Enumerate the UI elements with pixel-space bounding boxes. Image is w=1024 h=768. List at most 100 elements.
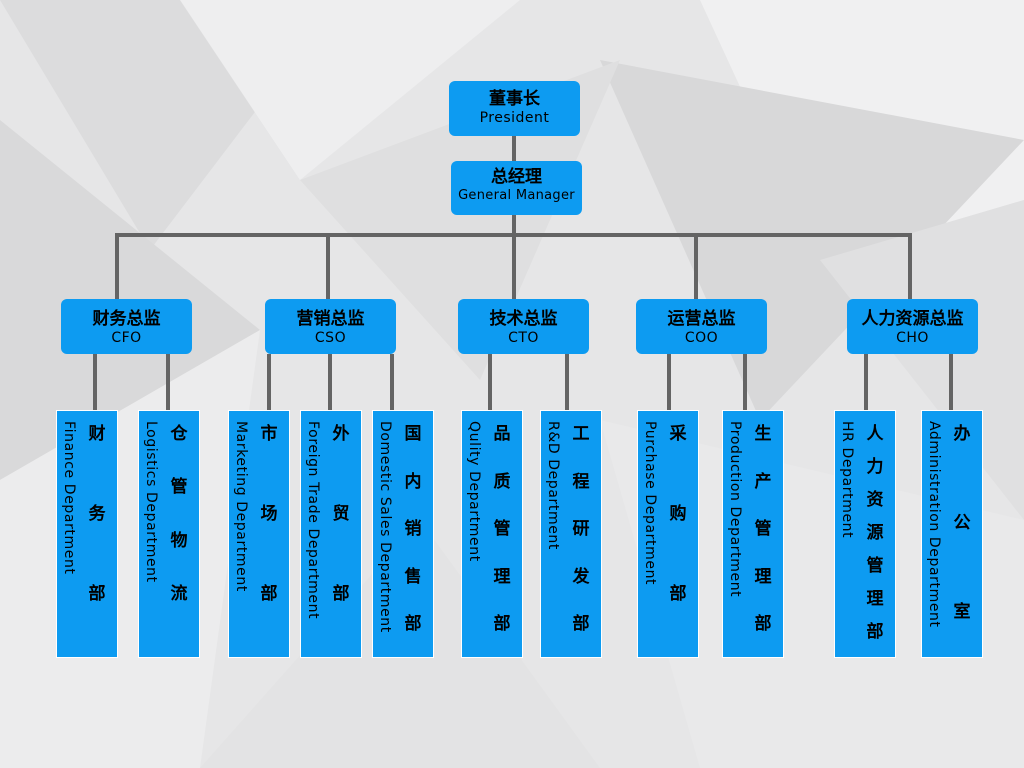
dept-label-char: 售 (404, 566, 422, 587)
director-title: 运营总监 (667, 309, 736, 329)
dept-label-zh: 品质管理部 (492, 423, 512, 635)
dept-label-zh: 市场部 (259, 423, 279, 605)
dept-label-char: 管 (493, 519, 511, 539)
dept-label-en: Finance Department (61, 421, 77, 575)
dept-administration: Administration Department 办公室 (921, 410, 983, 658)
dept-label-char: 工 (572, 424, 590, 444)
director-title: 人力资源总监 (861, 309, 964, 329)
dept-label-char: 仓 (170, 424, 188, 444)
director-cso-box: 营销总监 CSO (265, 299, 396, 354)
dept-label-char: 部 (332, 584, 350, 604)
dept-label-char: 管 (170, 477, 188, 498)
dept-label-char: 流 (170, 583, 188, 604)
dept-label-char: 人 (866, 424, 884, 444)
dept-label-char: 办 (953, 424, 971, 444)
dept-label-char: 管 (866, 556, 884, 576)
dept-label-en: Qulity Department (466, 421, 482, 562)
general-manager-box: 总经理 General Manager (451, 161, 582, 215)
dept-label-zh: 仓管物流 (169, 423, 189, 605)
dept-label-char: 内 (404, 471, 422, 492)
dept-label-en: Foreign Trade Department (305, 421, 321, 620)
dept-label-zh: 人力资源管理部 (865, 423, 885, 643)
dept-hr: HR Department 人力资源管理部 (834, 410, 896, 658)
dept-purchase: Purchase Department 采购部 (637, 410, 699, 658)
dept-label-zh: 外贸部 (331, 423, 351, 605)
dept-rnd: R&D Department 工程研发部 (540, 410, 602, 658)
dept-label-zh: 工程研发部 (571, 423, 591, 635)
dept-label-char: 国 (404, 424, 422, 444)
dept-label-en: Production Department (727, 421, 743, 598)
dept-label-en: Purchase Department (642, 421, 658, 586)
dept-label-zh: 国内销售部 (403, 423, 423, 635)
dept-label-zh: 采购部 (668, 423, 688, 605)
dept-label-char: 贸 (332, 504, 350, 524)
dept-label-en: Domestic Sales Department (377, 421, 393, 633)
dept-label-char: 质 (493, 471, 511, 492)
dept-label-char: 理 (866, 589, 884, 609)
director-subtitle: CHO (896, 330, 929, 346)
dept-label-char: 室 (953, 602, 971, 622)
dept-label-char: 采 (669, 424, 687, 444)
president-subtitle: President (479, 110, 550, 126)
dept-label-char: 部 (260, 584, 278, 604)
dept-domestic-sales: Domestic Sales Department 国内销售部 (372, 410, 434, 658)
general-manager-title: 总经理 (491, 167, 542, 187)
dept-label-char: 市 (260, 424, 278, 444)
dept-label-char: 生 (754, 424, 772, 444)
dept-production: Production Department 生产管理部 (722, 410, 784, 658)
dept-label-zh: 财务部 (87, 423, 107, 605)
dept-label-char: 研 (572, 519, 590, 539)
dept-label-char: 发 (572, 566, 590, 587)
dept-label-char: 源 (866, 523, 884, 543)
director-subtitle: CTO (508, 330, 539, 346)
dept-label-char: 部 (88, 584, 106, 604)
dept-label-char: 场 (260, 504, 278, 524)
dept-marketing: Marketing Department 市场部 (228, 410, 290, 658)
dept-label-zh: 生产管理部 (753, 423, 773, 635)
dept-label-char: 部 (493, 614, 511, 634)
dept-label-char: 力 (866, 457, 884, 477)
dept-label-char: 部 (572, 614, 590, 634)
dept-foreign-trade: Foreign Trade Department 外贸部 (300, 410, 362, 658)
president-box: 董事长 President (449, 81, 580, 136)
director-coo-box: 运营总监 COO (636, 299, 767, 354)
dept-label-en: Administration Department (926, 421, 942, 628)
president-title: 董事长 (489, 89, 540, 109)
dept-label-char: 部 (866, 622, 884, 642)
dept-logistics: Logistics Department 仓管物流 (138, 410, 200, 658)
dept-label-char: 财 (88, 424, 106, 444)
dept-label-char: 部 (754, 614, 772, 634)
dept-label-char: 管 (754, 519, 772, 539)
dept-label-char: 务 (88, 504, 106, 524)
director-cfo-box: 财务总监 CFO (61, 299, 192, 354)
dept-label-char: 公 (953, 513, 971, 533)
dept-label-char: 部 (404, 614, 422, 634)
dept-label-zh: 办公室 (952, 423, 972, 623)
dept-label-char: 销 (404, 519, 422, 539)
director-subtitle: CFO (111, 330, 142, 346)
dept-label-char: 部 (669, 584, 687, 604)
director-subtitle: COO (684, 330, 719, 346)
director-title: 财务总监 (92, 309, 161, 329)
dept-label-char: 产 (754, 471, 772, 492)
dept-label-en: HR Department (839, 421, 855, 539)
dept-label-en: Logistics Department (143, 421, 159, 583)
dept-quality: Qulity Department 品质管理部 (461, 410, 523, 658)
dept-label-en: R&D Department (545, 421, 561, 550)
dept-label-char: 程 (572, 471, 590, 492)
director-title: 技术总监 (489, 309, 558, 329)
dept-label-en: Marketing Department (233, 421, 249, 592)
dept-label-char: 品 (493, 424, 511, 444)
general-manager-subtitle: General Manager (458, 188, 575, 203)
dept-finance: Finance Department 财务部 (56, 410, 118, 658)
director-cho-box: 人力资源总监 CHO (847, 299, 978, 354)
dept-label-char: 理 (493, 566, 511, 587)
director-subtitle: CSO (314, 330, 347, 346)
director-title: 营销总监 (296, 309, 365, 329)
director-cto-box: 技术总监 CTO (458, 299, 589, 354)
dept-label-char: 理 (754, 566, 772, 587)
dept-label-char: 购 (669, 504, 687, 524)
dept-label-char: 资 (866, 490, 884, 510)
dept-label-char: 物 (170, 530, 188, 551)
